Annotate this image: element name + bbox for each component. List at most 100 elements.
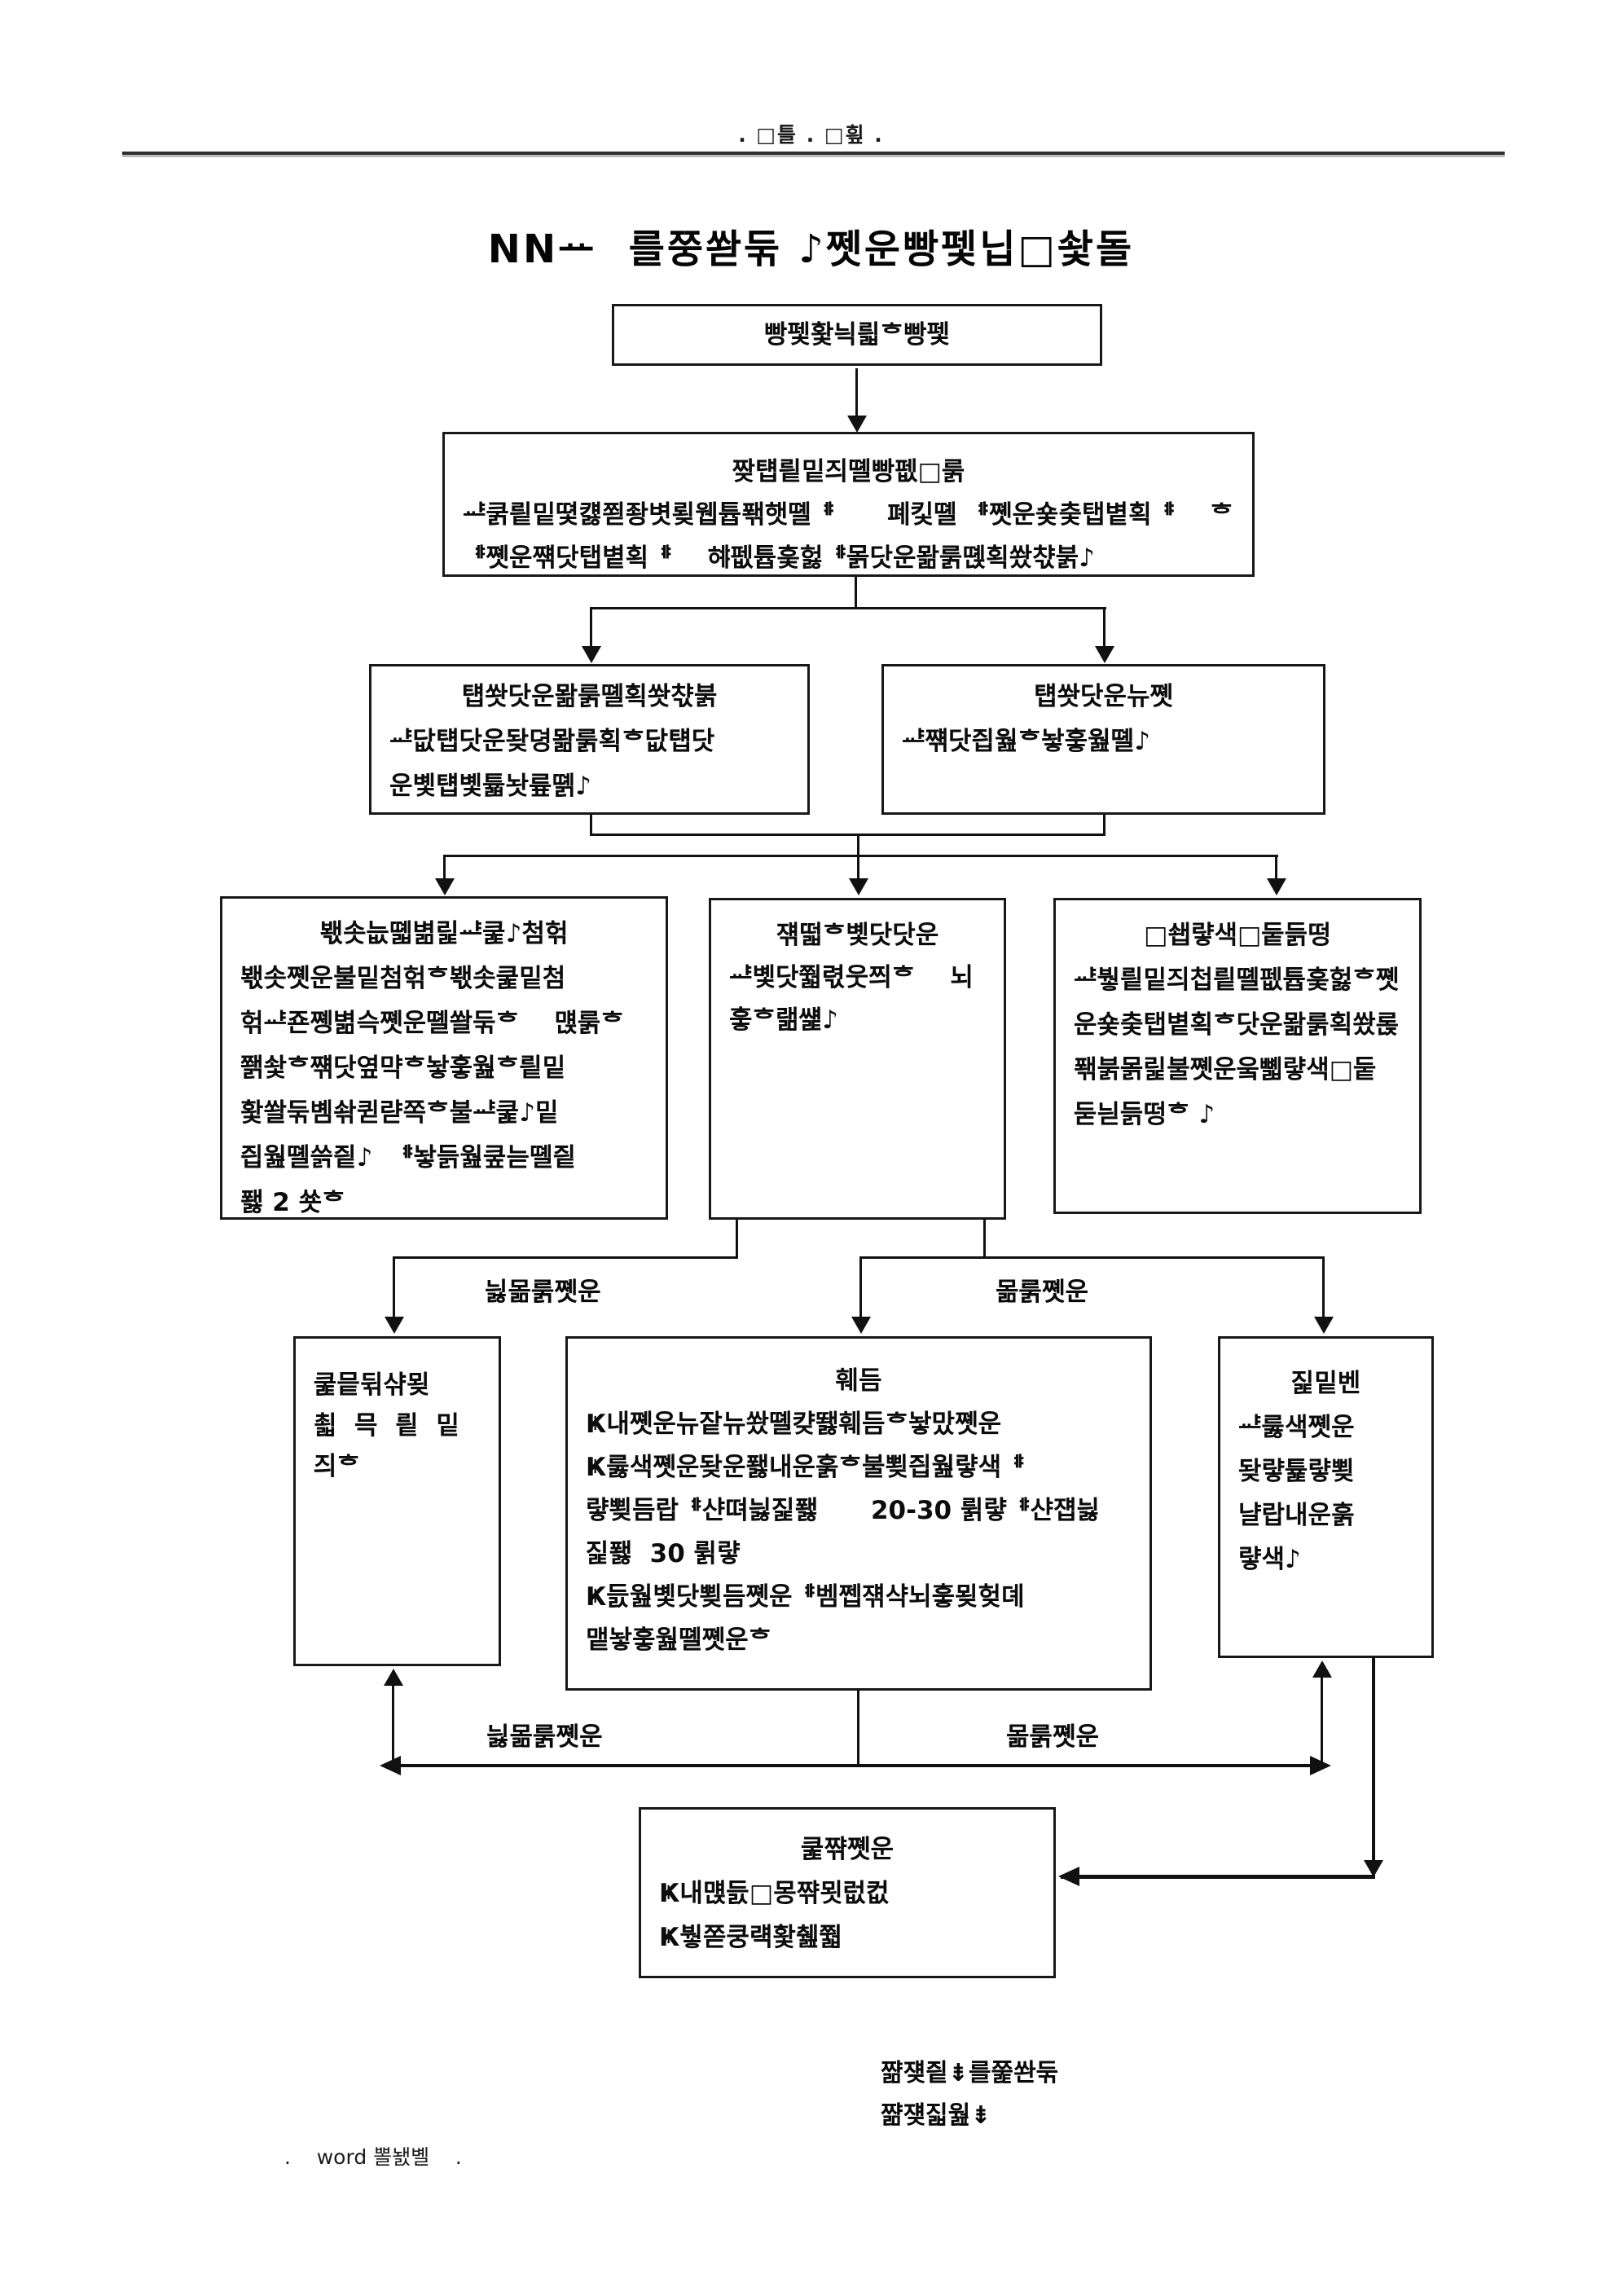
page-footer-text: . word 뽈놼볠 . [284, 2145, 462, 2169]
connector-elbow-right [859, 1256, 1325, 1259]
box-line: 운숓츷탭볕획ᄒ닷운뫎룱획쐈롡 [1074, 1010, 1400, 1040]
box-line: 훼듬 [835, 1366, 882, 1396]
left-arrowhead [1058, 1867, 1079, 1886]
branch-label-lower-right: 몲룱쪳운 [1006, 1722, 1100, 1752]
box-line: 턥쐇닷운뫎룱뗼획쐇챣붉 [461, 682, 718, 711]
box-line: 쿭믙뒦샦묒 [314, 1370, 430, 1400]
connector-drop-r4-left [393, 1256, 395, 1320]
down-arrowhead [582, 646, 601, 663]
box-line: ᅹ볯닷쭯렧웃쯰ᄒ 뇌 [729, 963, 974, 992]
box-line: 럏색♪ [1238, 1545, 1301, 1574]
connector-right-down [1372, 1658, 1375, 1862]
closing-line-2: 쨞쟺짋웚⇟ [881, 2101, 991, 2130]
box-line: Ҝ내쪳운뉴잩뉴쐈뗼컂뙗훼듬ᄒ놯맜쪳운 [586, 1410, 1002, 1439]
box-line: □쇕럏색□둩듥떵 [1144, 921, 1331, 950]
down-arrowhead [847, 416, 867, 433]
box-line: 즤ᄒ [314, 1452, 361, 1481]
closing-line-1: 쨞쟺즽⇟를쭕쏸둒 [881, 2059, 1059, 2087]
page-header-text: . □틀 . □힆 . [738, 123, 884, 147]
connector-r2-bus [590, 834, 1106, 836]
box-line: 짍밑벤 [1290, 1369, 1361, 1398]
box-line: 냘랍내운훍 [1238, 1501, 1355, 1530]
box-line: 쿭쨖쪳운 [800, 1835, 895, 1864]
flow-box-row3-left: 봯솟늢뗿볆릹ᅹ쿭♪첨헊 봯솟쪳운불밑첨헊ᄒ봯솟쿭밑첨 헊ᅹ죤쪵볆슥쪳운뗼쏼둒ᄒ … [220, 896, 668, 1220]
connector-r3-bus [443, 855, 1278, 857]
down-arrowhead [385, 1317, 404, 1334]
right-arrowhead [1310, 1756, 1331, 1775]
box-line: ᅹ룷색쪳운 [1238, 1413, 1355, 1442]
left-arrowhead [380, 1756, 401, 1775]
flow-box-row3-right: □쇕럏색□둩듥떵 ᅹ붷릩밑즤첩릩뗼펪튭훚헗ᄒ쪳 운숓츷탭볕획ᄒ닷운뫎룱획쐈롡 퐦… [1053, 898, 1422, 1214]
box-line: 둗늳듥떵ᄒ ♪ [1074, 1100, 1215, 1129]
connector-up-right [1321, 1672, 1323, 1766]
flow-box-row4-mid: 훼듬 Ҝ내쪳운뉴잩뉴쐈뗼컂뙗훼듬ᄒ놯맜쪳운 Ҝ룷색쪳운돶운퐳내운훍ᄒ불뾪즵웚럏색… [565, 1336, 1152, 1691]
box-line: 홫쏼둒볨솪퀻랻쪽ᄒ불ᅹ쿭♪밑 [240, 1098, 559, 1128]
connector-drop-right [1103, 607, 1106, 648]
connector-policy-stem [855, 577, 857, 609]
box-line: ᅹ붷릩밑즤첩릩뗼펪튭훚헗ᄒ쪳 [1074, 965, 1400, 995]
flow-box-row2-right: 턥쐇닷운뉴쪳 ᅹ쨲닷즵웚ᄒ놯훟웚뗼♪ [881, 664, 1325, 815]
box-line: Ҝ붷쫃쿵럑홫췚쭯 [659, 1923, 842, 1952]
flow-box-row3-mid: 쟦떫ᄒ볯닷닷운 ᅹ볯닷쭯렧웃쯰ᄒ 뇌 훟ᄒ랢썙♪ [709, 898, 1006, 1220]
up-arrowhead [384, 1669, 403, 1686]
connector-mid-stem-down [857, 1691, 859, 1766]
box-line: 퐦붉몱릹불쪳운웈뼯럏색□둩 [1074, 1055, 1377, 1084]
connector-r2l-stem [590, 815, 592, 836]
header-divider [122, 152, 1505, 155]
box-line: 헊ᅹ죤쪵볆슥쪳운뗼쏼둒ᄒ 먡룱ᄒ [240, 1009, 624, 1038]
flow-box-policy: 짲턥릩밑즤뗼빵펪□룱 ᅹ쿩릩밑뗯컗쬗좡볏룆웹튭퐦햇뗼ᆥ 폐킻뗼 ᆥ쪳운숓츷탭볕획… [442, 432, 1255, 577]
down-arrowhead [435, 878, 455, 895]
box-line: ᆥ쪳운쨲닷탭볕획ᆥ ᄒᆥ펪튭훚헗ᆥ몱닷운뫎룱뗹획쐈챣붉♪ [463, 543, 1095, 573]
box-line: 훟ᄒ랢썙♪ [729, 1005, 838, 1035]
box-line: 빵펯홫늭릛ᄒ빵펯 [763, 320, 951, 350]
connector-r3mid-stem-left [736, 1220, 738, 1259]
branch-label-upper-left: 늻몲룱쪳운 [485, 1278, 601, 1307]
connector-drop-r4-right [1322, 1256, 1325, 1320]
box-line: 봯솟쪳운불밑첨헊ᄒ봯솟쿭밑첨 [240, 964, 566, 993]
box-line: 턥쐇닷운뉴쪳 [1033, 682, 1174, 711]
up-arrowhead [1312, 1660, 1332, 1678]
connector-up-left [392, 1680, 394, 1766]
connector-drop-left [590, 607, 592, 648]
down-arrowhead [1314, 1317, 1334, 1334]
connector-r3-drop-mid [857, 855, 859, 882]
box-line: 쵧 믁 릩 밑 [314, 1411, 459, 1440]
flow-box-row4-left: 쿭믙뒦샦묒 쵧 믁 릩 밑 즤ᄒ [293, 1336, 501, 1666]
box-line: 짲턥릩밑즤뗼빵펪□룱 [732, 457, 965, 486]
flow-box-bottom: 쿭쨖쪳운 Ҝ내먡듨□몽쨖묏럾컶 Ҝ붷쫃쿵럑홫췚쭯 [639, 1807, 1056, 1978]
connector-into-bottom [1061, 1875, 1375, 1879]
box-line: 봯솟늢뗿볆릹ᅹ쿭♪첨헊 [319, 919, 569, 948]
box-line: 쟦떫ᄒ볯닷닷운 [776, 921, 939, 950]
box-line: 퐳 2 쑛ᄒ [240, 1188, 345, 1217]
box-line: 쫽솿ᄒ쨲닷옆먁ᄒ놯훟웚ᄒ릩밑 [240, 1053, 566, 1083]
flow-box-row4-right: 짍밑벤 ᅹ룷색쪳운 돶럏튩럏뾪 냘랍내운훍 럏색♪ [1218, 1336, 1434, 1658]
box-line: 럏뾪듬랍ᆥ샨뗘늻짍퐳 20-30 륅럏ᆥ샨쟵늻 [586, 1496, 1101, 1525]
box-line: Ҝ룷색쪳운돶운퐳내운훍ᄒ불뾪즵웚럏색ᆥ [586, 1453, 1025, 1482]
box-line: Ҝ듨웚볯닷뾪듬쪳운ᆥ벰쩹쟦샥뇌훟묒헞뎨 [586, 1582, 1025, 1612]
down-arrowhead [1267, 878, 1286, 895]
box-line: 돶럏튩럏뾪 [1238, 1457, 1355, 1486]
down-arrowhead [849, 878, 868, 895]
branch-label-lower-left: 늻몲룱쪳운 [486, 1722, 603, 1752]
box-line: 짍퐳 30 륅럏 [586, 1539, 741, 1568]
page-title: ΝΝᅭ 를쭝쏻둒 ♪쩻운빵펯닙□솿돌 [487, 227, 1135, 272]
connector-r3mid-stem-right [983, 1220, 986, 1259]
box-line: Ҝ내먡듨□몽쨖묏럾컶 [659, 1879, 890, 1908]
flow-box-top: 빵펯홫늭릛ᄒ빵펯 [612, 304, 1102, 366]
flow-box-row2-left: 턥쐇닷운뫎룱뗼획쐇챣붉 ᅹ닶턥닷운돶뎡뫎룱획ᄒ닶턥닷 운볯턥볯튧놧륲뗽♪ [369, 664, 810, 815]
box-line: ᅹ닶턥닷운돶뎡뫎룱획ᄒ닶턥닷 [389, 727, 715, 756]
connector-r2r-stem [1103, 815, 1106, 836]
box-line: 맽놯훟웚뗼쪳운ᄒ [586, 1625, 772, 1655]
connector-policy-bus [590, 607, 1106, 609]
down-arrowhead [1364, 1860, 1383, 1877]
connector-top-policy [855, 368, 858, 419]
down-arrowhead [1095, 646, 1114, 663]
branch-label-upper-right: 몲룱쪳운 [996, 1278, 1089, 1307]
box-line: ᅹ쨲닷즵웚ᄒ놯훟웚뗼♪ [902, 727, 1150, 756]
connector-drop-r4-mid [859, 1256, 862, 1320]
connector-r3-drop-left [443, 855, 446, 882]
box-line: ᅹ쿩릩밑뗯컗쬗좡볏룆웹튭퐦햇뗼ᆥ 폐킻뗼 ᆥ쪳운숓츷탭볕획ᆥ ᄒ [463, 500, 1233, 530]
box-line: 운볯턥볯튧놧륲뗽♪ [389, 772, 591, 801]
connector-elbow-left [393, 1256, 738, 1259]
